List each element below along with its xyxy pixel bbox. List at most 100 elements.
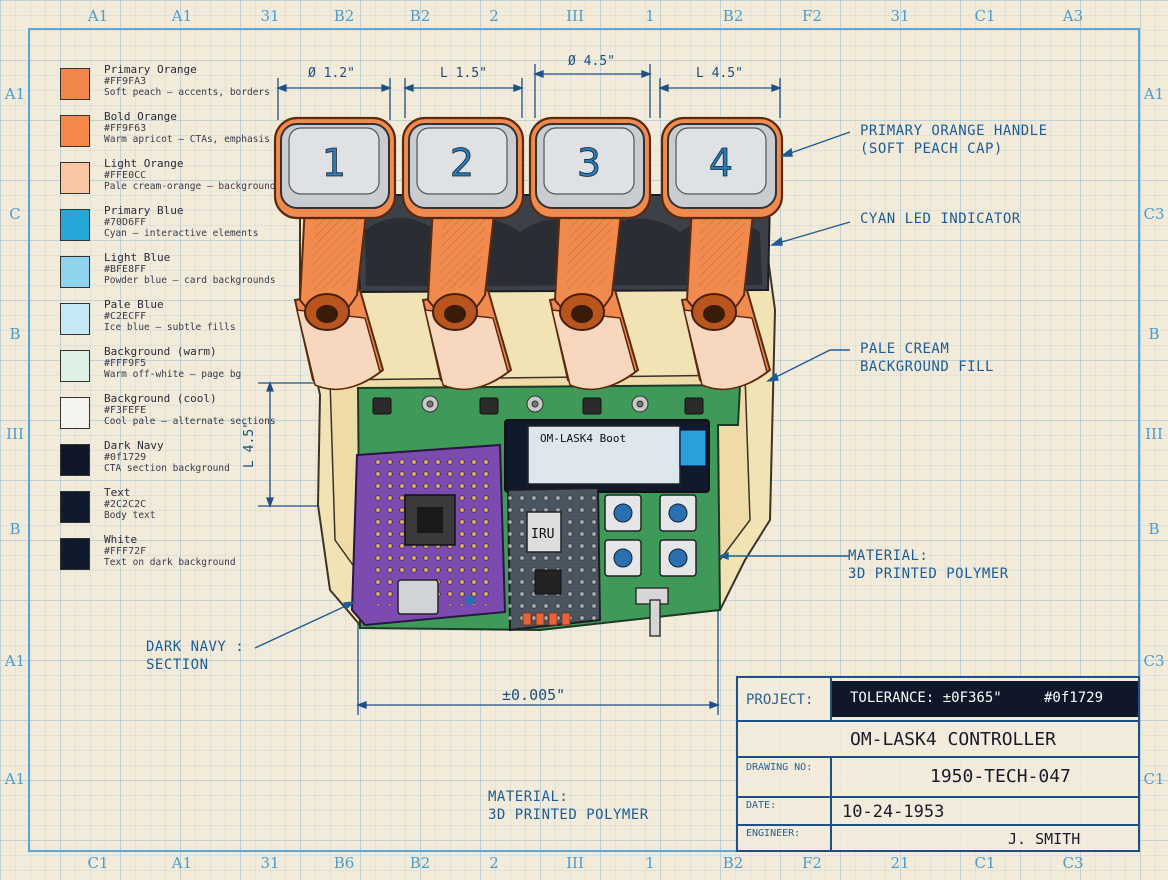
zone-label-right: A1: [1143, 85, 1165, 103]
palette-desc: Warm off-white — page bg: [104, 369, 242, 380]
palette-hex: #FFE0CC: [104, 169, 147, 181]
color-swatch: [60, 303, 90, 335]
tactile-buttons[interactable]: [604, 494, 697, 577]
drawing-date: 10-24-1953: [842, 802, 945, 822]
annotation-line: 3D PRINTED POLYMER: [848, 566, 1009, 582]
zone-label-top: C1: [974, 7, 996, 25]
annotation-material-bottom: MATERIAL: 3D PRINTED POLYMER: [488, 788, 649, 824]
annotation-line: MATERIAL:: [848, 548, 929, 564]
zone-label-right: B: [1148, 520, 1160, 538]
palette-hex: #BFE8FF: [104, 263, 147, 275]
annotation-line: PALE CREAM: [860, 341, 950, 357]
project-label: PROJECT:: [746, 692, 814, 708]
zone-label-right: C3: [1143, 652, 1165, 670]
palette-hex: #FFF72F: [104, 545, 147, 557]
zone-label-bottom: C3: [1062, 854, 1084, 872]
palette-name: Primary Orange: [104, 63, 197, 76]
palette-name: Text: [104, 486, 131, 499]
zone-label-left: A1: [4, 85, 26, 103]
color-swatch: [60, 162, 90, 194]
zone-label-bottom: 31: [260, 854, 280, 872]
annotation-line: PRIMARY ORANGE HANDLE: [860, 123, 1048, 139]
zone-label-top: A1: [171, 7, 193, 25]
zone-label-bottom: C1: [87, 854, 109, 872]
annotation-dark-navy: DARK NAVY : SECTION: [146, 638, 244, 674]
color-swatch: [60, 350, 90, 382]
palette-desc: Warm apricot — CTAs, emphasis: [104, 134, 270, 145]
tolerance-banner: TOLERANCE: ±0F365" #0f1729: [832, 681, 1138, 717]
bottom-dimension-line: [356, 560, 720, 715]
annotation-orange-handle: PRIMARY ORANGE HANDLE (SOFT PEACH CAP): [860, 122, 1048, 158]
annotation-line: MATERIAL:: [488, 789, 569, 805]
key-handle-1[interactable]: 1: [273, 116, 397, 391]
palette-name: Background (warm): [104, 345, 217, 358]
engineer-name: J. SMITH: [1008, 830, 1081, 848]
palette-name: Light Orange: [104, 157, 184, 170]
palette-desc: CTA section background: [104, 463, 230, 474]
zone-label-bottom: 1: [645, 854, 655, 872]
dim-label-1: Ø 1.2": [308, 66, 355, 81]
zone-label-bottom: F2: [802, 854, 822, 872]
zone-label-top: 1: [645, 7, 655, 25]
title-block-rule: [738, 756, 1138, 758]
mcu-board: [350, 443, 507, 627]
zone-label-bottom: B2: [409, 854, 431, 872]
annotation-line: DARK NAVY :: [146, 639, 245, 655]
palette-hex: #0f1729: [104, 451, 147, 463]
key-handle-4[interactable]: 4: [660, 116, 784, 391]
dim-label-bottom: ±0.005": [502, 686, 566, 704]
drawing-border: [28, 28, 1140, 852]
title-block-rule: [738, 720, 1138, 722]
zone-label-top: 31: [260, 7, 280, 25]
title-block-rule: [738, 824, 1138, 826]
key-number-1: 1: [322, 141, 346, 185]
engineer-label: ENGINEER:: [746, 828, 801, 839]
palette-hex: #FF9FA3: [104, 75, 147, 87]
zone-label-top: 31: [890, 7, 910, 25]
zone-label-bottom: A1: [171, 854, 193, 872]
key-handle-3[interactable]: 3: [528, 116, 652, 391]
title-block-rule: [738, 796, 1138, 798]
color-swatch: [60, 68, 90, 100]
title-block-rule: [830, 756, 832, 850]
palette-name: Bold Orange: [104, 110, 177, 123]
palette-desc: Powder blue — card backgrounds: [104, 275, 276, 286]
annotation-material-right: MATERIAL: 3D PRINTED POLYMER: [848, 547, 1009, 583]
dim-label-3: Ø 4.5": [568, 54, 615, 69]
zone-label-bottom: 2: [489, 854, 499, 872]
zone-label-left: B: [9, 325, 21, 343]
power-module: IRU: [506, 486, 602, 632]
palette-desc: Cyan — interactive elements: [104, 228, 259, 239]
annotation-cyan-led: CYAN LED INDICATOR: [860, 211, 1021, 227]
side-dimension-line: [258, 381, 330, 508]
palette-hex: #70D6FF: [104, 216, 147, 228]
color-swatch: [60, 256, 90, 288]
annotation-line: (SOFT PEACH CAP): [860, 141, 1003, 157]
key-handle-2[interactable]: 2: [401, 116, 525, 391]
annotation-line: SECTION: [146, 657, 209, 673]
palette-desc: Text on dark background: [104, 557, 236, 568]
zone-label-left: B: [9, 520, 21, 538]
annotation-leaders: [254, 131, 851, 649]
palette-desc: Body text: [104, 510, 156, 521]
zone-label-right: C3: [1143, 205, 1165, 223]
zone-label-bottom: B2: [722, 854, 744, 872]
zone-label-top: F2: [802, 7, 822, 25]
title-block: PROJECT: TOLERANCE: ±0F365" #0f1729 OM-L…: [736, 676, 1140, 852]
palette-name: Dark Navy: [104, 439, 164, 452]
date-label: DATE:: [746, 800, 777, 811]
palette-hex: #2C2C2C: [104, 498, 147, 510]
